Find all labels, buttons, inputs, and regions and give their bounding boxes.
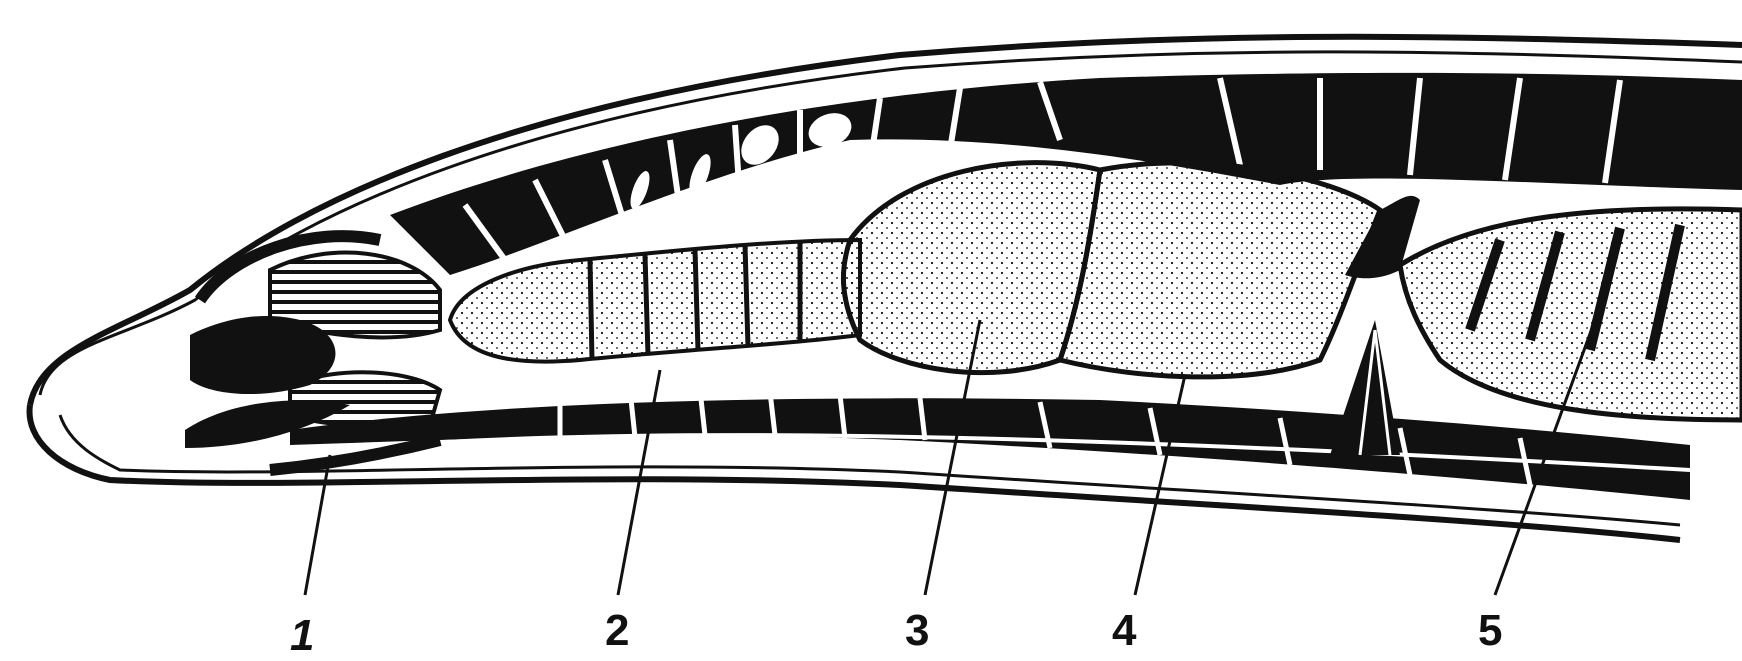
label-3: 3	[905, 606, 929, 655]
label-5: 5	[1478, 606, 1502, 655]
ventral-muscle-band	[290, 390, 1690, 500]
label-1: 1	[290, 611, 314, 660]
crop	[843, 163, 1100, 373]
label-4: 4	[1112, 606, 1137, 655]
gizzard	[1060, 163, 1420, 377]
part-labels: 1 2 3 4 5	[290, 606, 1502, 660]
esophagus	[450, 240, 860, 362]
label-2: 2	[605, 606, 629, 655]
septum-cone	[1330, 320, 1400, 455]
